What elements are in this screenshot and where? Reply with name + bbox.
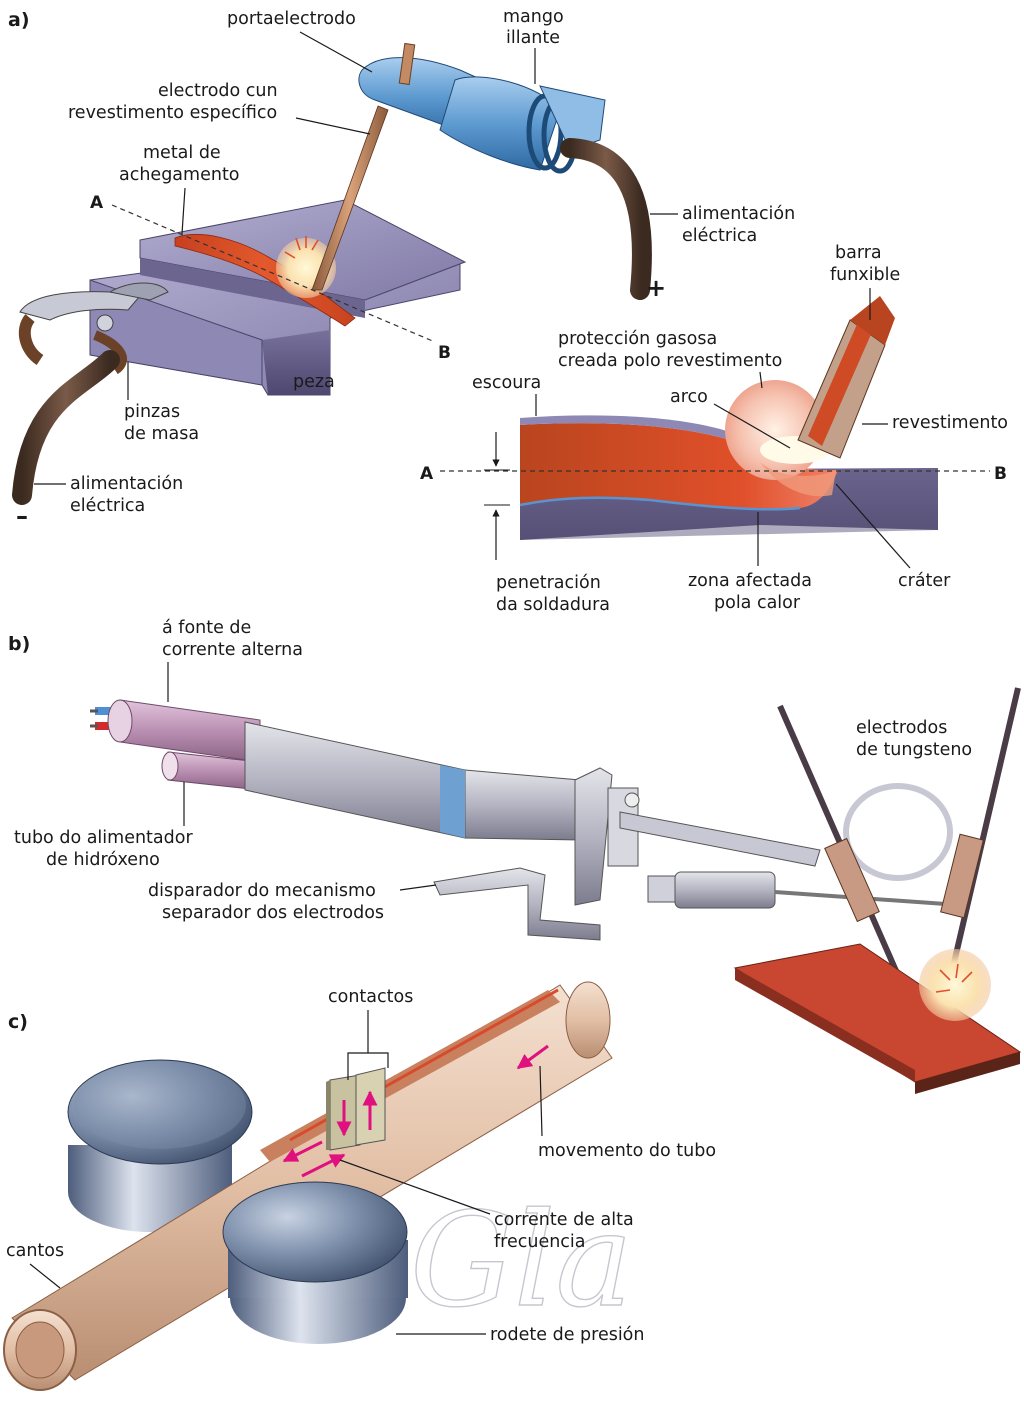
label-metal-1: metal de — [143, 143, 221, 163]
plus-sign: + — [646, 274, 666, 302]
label-peza: peza — [293, 372, 335, 392]
label-penetracion-1: penetración — [496, 573, 601, 593]
watermark-text: Gla — [410, 1184, 633, 1336]
section-a-illustration — [12, 42, 652, 505]
section-a-label: a) — [8, 9, 30, 31]
label-cantos: cantos — [6, 1241, 64, 1261]
tube-movement-arrow — [516, 1044, 549, 1070]
label-pinzas-2: de masa — [124, 424, 199, 444]
label-a-main: A — [90, 193, 104, 213]
label-corrente-2: frecuencia — [494, 1232, 586, 1252]
label-disparador-1: disparador do mecanismo — [148, 881, 376, 901]
label-revestimento: revestimento — [892, 413, 1008, 433]
label-barra-2: funxible — [830, 265, 900, 285]
minus-sign: – — [16, 502, 28, 530]
section-b-illustration — [90, 687, 1022, 1094]
label-alim-minus-1: alimentación — [70, 474, 183, 494]
label-arco: arco — [670, 387, 708, 407]
label-tubo-2: de hidróxeno — [46, 850, 160, 870]
section-b-label: b) — [8, 633, 30, 655]
label-pinzas-1: pinzas — [124, 402, 180, 422]
label-electrodos-2: de tungsteno — [856, 740, 972, 760]
label-corrente-1: corrente de alta — [494, 1210, 634, 1230]
label-rodete: rodete de presión — [490, 1325, 644, 1345]
label-penetracion-2: da soldadura — [496, 595, 610, 615]
label-fonte-2: corrente alterna — [162, 640, 303, 660]
current-arrow-left — [282, 1140, 323, 1163]
label-contactos: contactos — [328, 987, 413, 1007]
label-metal-2: achegamento — [119, 165, 240, 185]
label-zona-2: pola calor — [714, 593, 801, 613]
label-portaelectrodo: portaelectrodo — [227, 9, 356, 29]
label-tubo-1: tubo do alimentador — [14, 828, 193, 848]
label-disparador-2: separador dos electrodos — [162, 903, 384, 923]
label-b-main: B — [438, 343, 451, 363]
label-fonte-1: á fonte de — [162, 618, 251, 638]
label-escoura: escoura — [472, 373, 541, 393]
label-mango-2: illante — [506, 28, 560, 48]
section-a-detail-illustration — [440, 296, 990, 560]
label-alim-plus-1: alimentación — [682, 204, 795, 224]
label-proteccion-1: protección gasosa — [558, 329, 717, 349]
label-electrodo-1: electrodo cun — [158, 81, 278, 101]
label-zona-1: zona afectada — [688, 571, 812, 591]
label-proteccion-2: creada polo revestimento — [558, 351, 782, 371]
label-electrodo-2: revestimento específico — [68, 103, 277, 123]
label-crater: cráter — [898, 571, 951, 591]
label-mango-1: mango — [503, 7, 564, 27]
label-alim-plus-2: eléctrica — [682, 226, 757, 246]
label-movemento: movemento do tubo — [538, 1141, 716, 1161]
label-alim-minus-2: eléctrica — [70, 496, 145, 516]
label-barra-1: barra — [835, 243, 882, 263]
label-a-detail: A — [420, 464, 434, 484]
label-electrodos-1: electrodos — [856, 718, 947, 738]
section-c-label: c) — [8, 1011, 28, 1033]
label-b-detail: B — [994, 464, 1007, 484]
section-c-illustration: Gla — [3, 981, 634, 1391]
current-arrow-right — [301, 1153, 346, 1178]
